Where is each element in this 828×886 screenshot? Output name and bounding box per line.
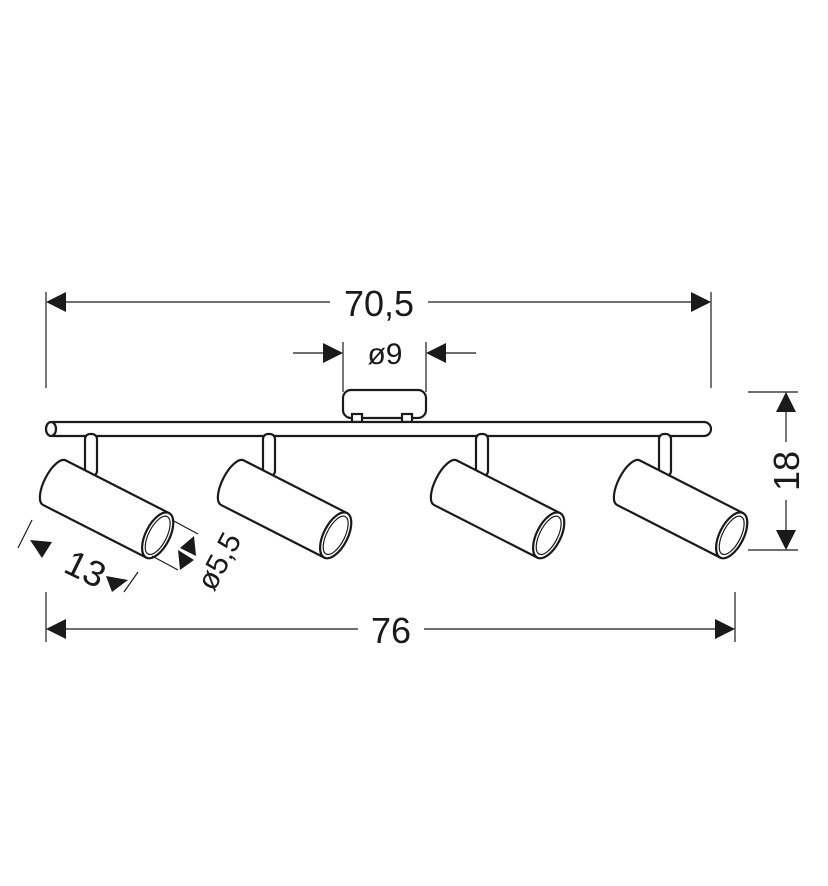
extension-line-right <box>123 571 139 593</box>
dimension-height: 18 <box>748 391 807 551</box>
arrowhead-right <box>715 619 735 639</box>
extension-line-top <box>171 519 199 535</box>
arrowhead-left <box>46 292 66 312</box>
arrowhead-top <box>776 392 796 412</box>
arrowhead-bottom <box>776 530 796 550</box>
canopy-body <box>341 388 428 420</box>
spotlight-tube <box>216 458 349 560</box>
spotlight-tube <box>38 458 171 560</box>
spotlight-stem <box>83 432 99 478</box>
dimension-label-canopy-diameter: ø9 <box>367 338 402 371</box>
dimension-label-spot-diameter: ø5,5 <box>191 527 248 595</box>
dimension-label-height: 18 <box>766 451 807 491</box>
spotlight-head <box>429 458 566 560</box>
canopy-screw-right <box>400 412 414 424</box>
spotlight-tube <box>612 458 745 560</box>
spotlight-head <box>612 458 749 560</box>
rail-end-cap-left <box>44 420 58 438</box>
spotlight-lens-rim <box>140 511 175 560</box>
spotlight-stem <box>261 432 277 478</box>
dimension-label-total-width: 76 <box>371 610 411 651</box>
rail-body <box>44 420 713 438</box>
spotlight-lens <box>322 515 349 556</box>
arrowhead-bottom <box>178 550 194 570</box>
spotlight-lens-rim <box>714 511 749 560</box>
arrowhead-right <box>691 292 711 312</box>
dimension-label-top-width: 70,5 <box>344 283 414 324</box>
arrowhead-right <box>106 576 128 592</box>
arrowhead-left <box>323 343 343 363</box>
dimension-total-width: 76 <box>45 592 736 651</box>
spotlight-lens <box>535 515 562 556</box>
spotlight <box>216 432 353 560</box>
arrowhead-left <box>30 540 52 558</box>
spotlight-stem <box>474 432 490 478</box>
spotlight <box>612 432 749 560</box>
arrowhead-right <box>426 343 446 363</box>
spotlight-lens <box>144 515 171 556</box>
spotlight-head <box>216 458 353 560</box>
spotlight-head <box>38 458 175 560</box>
arrowhead-top <box>180 536 196 556</box>
dimension-label-spot-length: 13 <box>58 542 112 596</box>
ceiling-canopy <box>341 388 428 424</box>
spotlights <box>38 432 749 560</box>
spotlight-lens <box>718 515 745 556</box>
extension-line-left <box>17 519 33 549</box>
arrowhead-left <box>46 619 66 639</box>
spotlight-stem <box>657 432 673 478</box>
rail-bar <box>44 420 713 438</box>
dimension-canopy-diameter: ø9 <box>293 338 476 392</box>
extension-line-bottom <box>151 555 179 571</box>
spotlight <box>429 432 566 560</box>
spotlight-lens-rim <box>318 511 353 560</box>
canopy-screw-left <box>350 412 364 424</box>
dimension-top-width: 70,5 <box>45 283 712 388</box>
spotlight-lens-rim <box>531 511 566 560</box>
spotlight <box>38 432 175 560</box>
spotlight-tube <box>429 458 562 560</box>
